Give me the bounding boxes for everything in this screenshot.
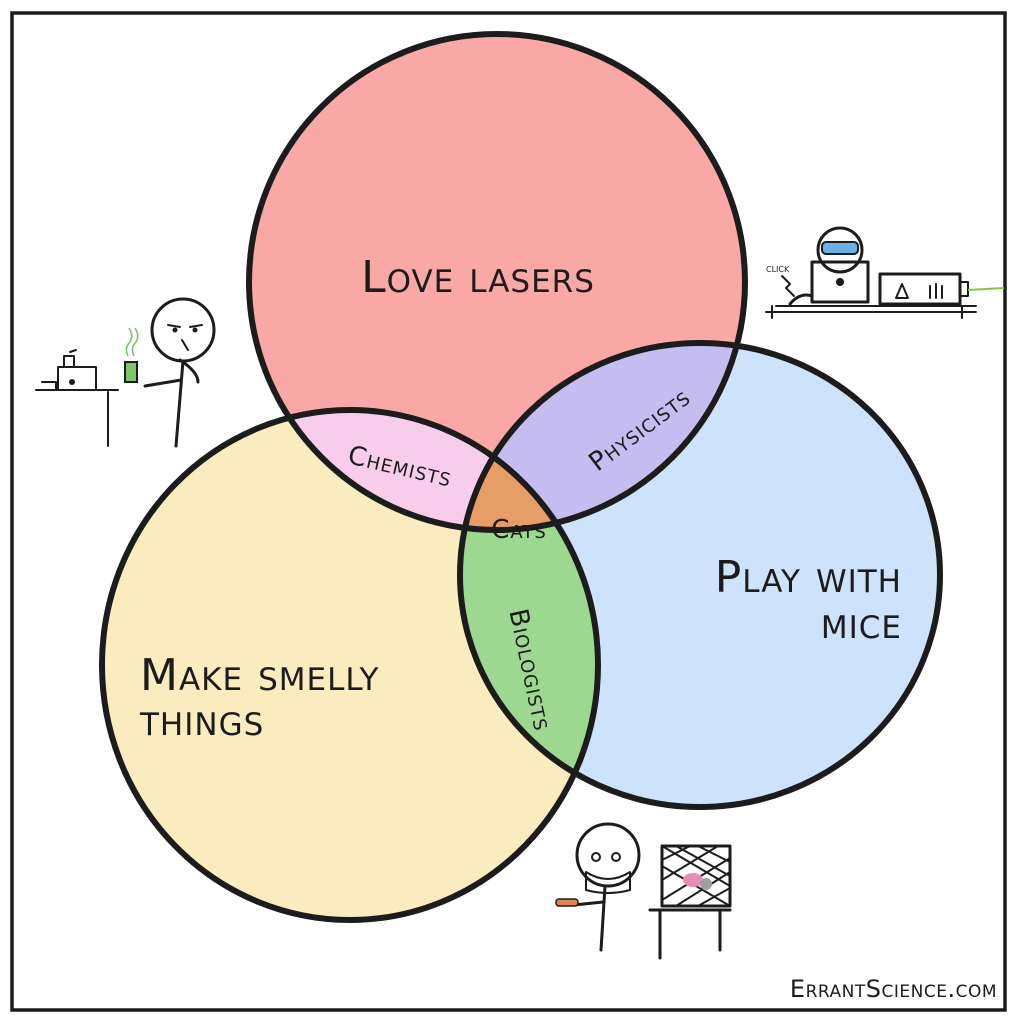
goggles-icon [821, 241, 859, 255]
mouse-icon [683, 873, 703, 887]
click-annotation: CLICK [766, 265, 790, 274]
pipette-icon [555, 898, 579, 907]
label-play-with-line1: Play with [715, 552, 902, 603]
site-credit: ErrantScience.com [790, 975, 997, 1003]
label-make-smelly-line2: things [139, 695, 264, 746]
region-physicists [460, 343, 745, 530]
venn-outlines [99, 31, 943, 923]
laser-beam [967, 287, 1005, 291]
physicist-doodle: CLICK [765, 226, 1005, 319]
label-love-lasers: Love lasers [361, 252, 595, 303]
fumes-icon [125, 327, 139, 357]
label-make-smelly-line1: Make smelly [140, 650, 379, 701]
beaker-icon [124, 361, 138, 383]
laptop-logo-icon [836, 278, 844, 286]
face-mask-icon [585, 871, 631, 894]
chemist-doodle [35, 297, 216, 448]
label-play-with-line2: mice [821, 598, 902, 649]
biologist-doodle [555, 822, 732, 960]
label-cats: Cats [491, 515, 547, 545]
